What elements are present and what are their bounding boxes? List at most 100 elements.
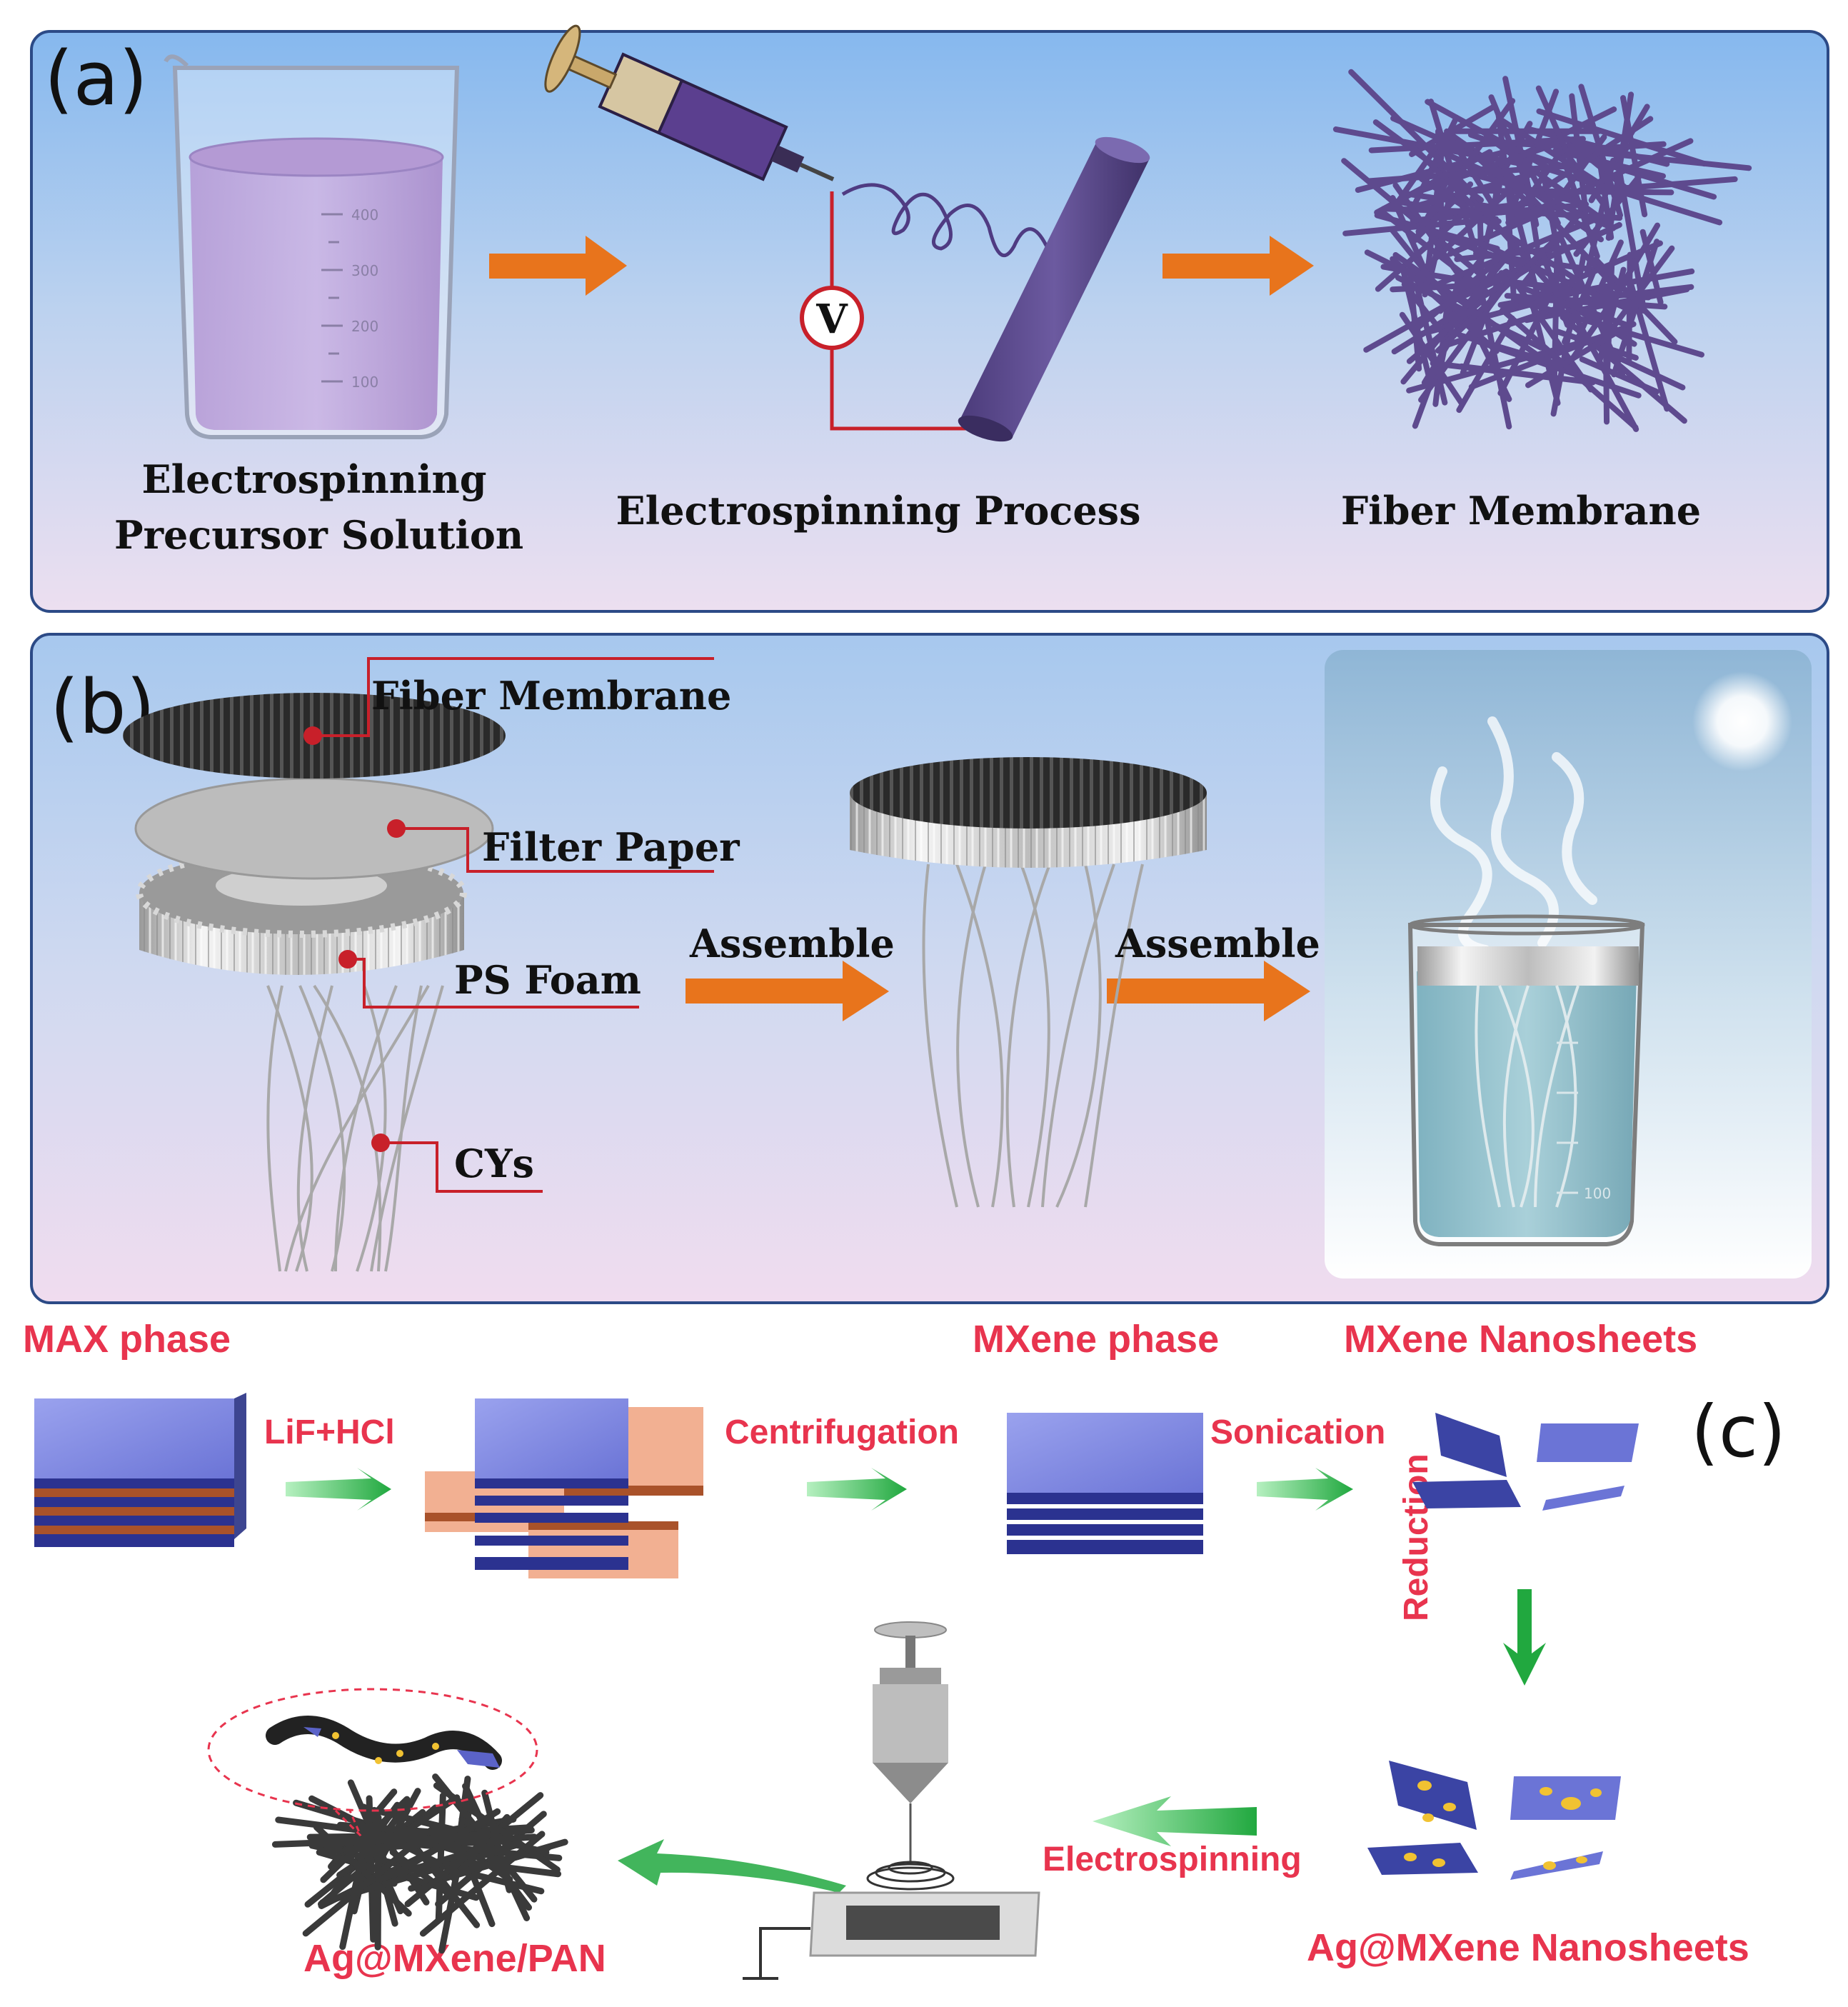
membrane-label: Fiber Membrane — [1340, 488, 1702, 534]
fiber-strand — [1511, 116, 1654, 211]
exploded-evaporator — [123, 693, 506, 1272]
green-arrow-3 — [1257, 1468, 1353, 1511]
panel-a-label: (a) — [44, 35, 148, 122]
beaker-a-tick-100: 100 — [351, 374, 378, 391]
assemble-label-2: Assemble — [1115, 921, 1320, 966]
fiber-strand — [389, 1848, 461, 1904]
assemble-label-1: Assemble — [690, 921, 895, 966]
fiber-strand — [1495, 111, 1515, 224]
fiber-strand — [1556, 231, 1626, 378]
syringe-icon — [544, 24, 835, 181]
orange-arrow-b2 — [1107, 961, 1310, 1021]
callout-dots — [303, 726, 406, 1152]
process-label: Electrospinning Process — [616, 488, 1141, 534]
ag-nanosheets-label: Ag@MXene Nanosheets — [1307, 1926, 1749, 1969]
precursor-label-line2: Precursor Solution — [114, 512, 524, 559]
fiber-jet — [841, 183, 1072, 266]
beaker-b-tick-100: 100 — [1584, 1185, 1611, 1202]
fiber-strand — [1613, 151, 1647, 314]
fiber-strand — [1399, 311, 1465, 406]
step-centrifugation: Centrifugation — [725, 1413, 959, 1451]
fiber-strand — [1562, 264, 1599, 345]
fiber-strand — [1427, 99, 1479, 254]
green-arrow-1 — [286, 1468, 391, 1511]
assembled-evaporator — [850, 757, 1207, 1208]
green-arrows — [286, 1468, 1353, 1511]
fiber-strand — [1409, 141, 1560, 197]
fiber-strand — [1500, 307, 1639, 431]
beaker-a-tick-200: 200 — [351, 318, 378, 335]
fiber-strand — [1565, 141, 1667, 154]
callout-ps-foam: PS Foam — [454, 957, 641, 1003]
etched-stack — [425, 1398, 703, 1578]
beaker-a-tick-300: 300 — [351, 262, 378, 279]
fiber-strand — [419, 1831, 546, 1937]
fiber-strand — [1457, 187, 1674, 196]
solar-scene: 100 — [1325, 650, 1812, 1278]
green-arrow-2 — [807, 1468, 907, 1511]
max-phase-label: MAX phase — [23, 1318, 231, 1361]
fiber-strand — [1611, 239, 1660, 378]
fiber-strand — [1539, 249, 1570, 328]
fiber-strand — [1390, 227, 1474, 331]
mxene-phase-stack — [1007, 1413, 1203, 1554]
green-arrow-curved — [618, 1839, 846, 1893]
fiber-strand — [1368, 136, 1586, 154]
fiber-strand — [1500, 118, 1626, 201]
ag-mxene-nanosheets — [1367, 1761, 1621, 1880]
mxene-nanosheets-label: MXene Nanosheets — [1344, 1318, 1698, 1361]
fiber-strand — [433, 1782, 561, 1873]
fiber-strand — [1418, 176, 1582, 284]
single-fiber-zoom — [266, 1716, 502, 1770]
precursor-label-line1: Electrospinning — [141, 456, 487, 502]
fiber-strand — [1380, 264, 1490, 288]
green-arrow-left — [1093, 1796, 1257, 1846]
fiber-strand — [271, 1833, 491, 1848]
fiber-strand — [1457, 332, 1580, 373]
fiber-strand — [1487, 207, 1623, 221]
orange-arrow-a2 — [1162, 236, 1314, 296]
max-phase-stack — [34, 1393, 246, 1547]
fiber-strand — [1511, 282, 1629, 328]
zoom-bubble — [207, 1688, 538, 1812]
fiber-strand — [1375, 214, 1464, 292]
fiber-strand — [1569, 93, 1589, 215]
orange-arrow-a1 — [489, 236, 627, 296]
precursor-beaker: 400 300 200 100 — [164, 54, 460, 439]
fiber-strand — [404, 1792, 544, 1908]
fiber-strand — [1390, 282, 1482, 293]
fiber-strand — [481, 1789, 513, 1893]
orange-arrow-b1 — [686, 961, 889, 1021]
cys-yarns — [266, 984, 444, 1272]
electrospinning-apparatus — [743, 1621, 1040, 1980]
step-sonication: Sonication — [1210, 1413, 1386, 1451]
fiber-strand — [1429, 229, 1531, 272]
sun-icon — [1692, 671, 1792, 771]
fiber-strand — [1465, 313, 1512, 402]
step-electrospinning: Electrospinning — [1043, 1841, 1302, 1878]
circuit-wire — [830, 191, 993, 431]
fiber-strand — [1505, 138, 1694, 226]
precursor-label: Electrospinning Precursor Solution — [114, 451, 524, 564]
callout-fiber-membrane: Fiber Membrane — [371, 673, 732, 719]
fiber-strand — [1400, 248, 1515, 385]
product-label: Ag@MXene/PAN — [303, 1937, 606, 1980]
callout-lines — [313, 657, 714, 1193]
fiber-strand — [392, 1808, 501, 1878]
callout-filter-paper: Filter Paper — [482, 824, 740, 870]
mxene-nanosheets — [1412, 1413, 1639, 1511]
collector-rod — [958, 136, 1150, 442]
steam-icon — [1430, 716, 1597, 955]
step-lif-hcl: LiF+HCl — [264, 1413, 395, 1451]
green-arrow-down — [1503, 1589, 1546, 1686]
voltmeter-icon — [800, 286, 864, 350]
fiber-strand — [1415, 98, 1516, 235]
voltmeter-symbol: V — [815, 296, 848, 343]
fiber-strand — [1579, 356, 1660, 395]
fiber-strand — [1522, 164, 1540, 249]
mxene-phase-label: MXene phase — [973, 1318, 1220, 1361]
fiber-strand — [1552, 148, 1666, 179]
fiber-strand — [1612, 222, 1661, 300]
